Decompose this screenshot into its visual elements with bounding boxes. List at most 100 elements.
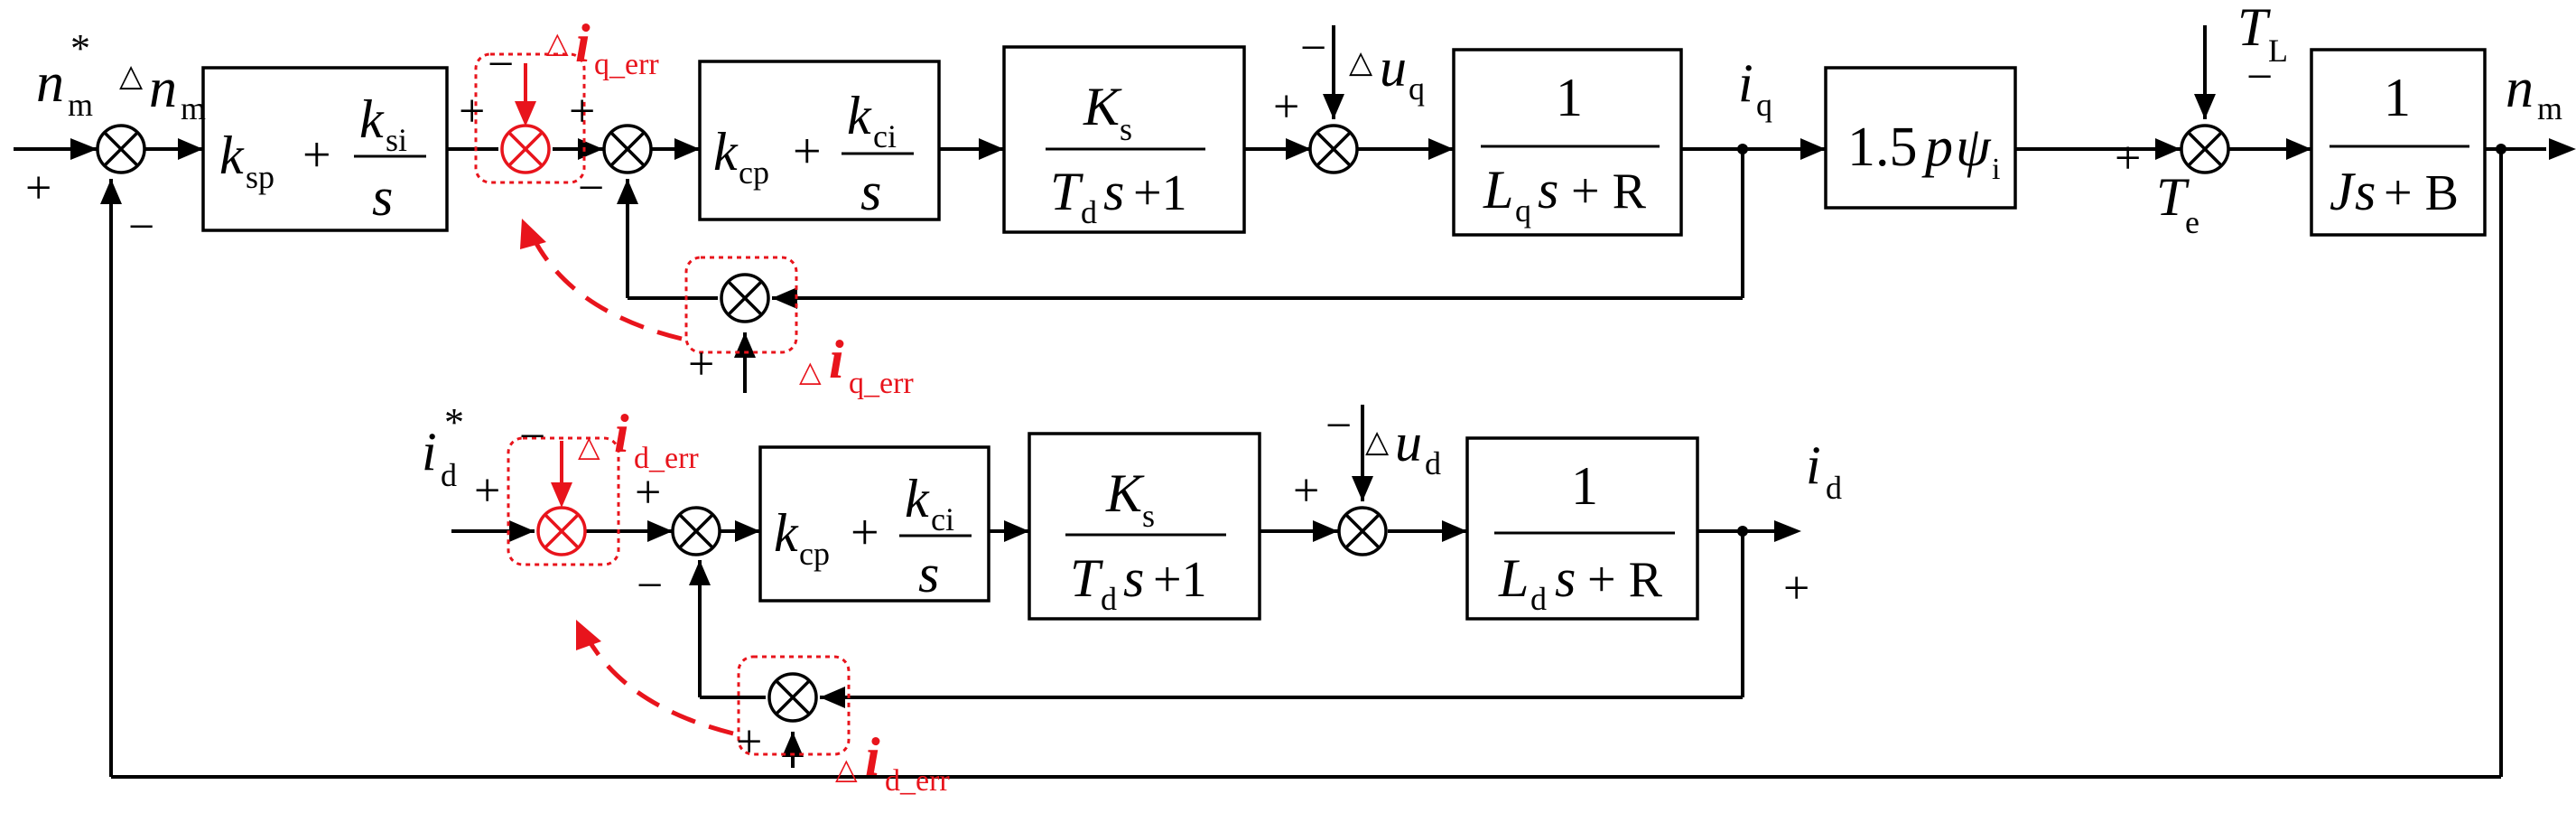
svg-text:s: s: [1120, 111, 1132, 147]
dashed-arrow-iq: [530, 235, 683, 341]
junction-dot-iq: [1737, 144, 1748, 154]
svg-text:*: *: [444, 400, 464, 444]
svg-text:k: k: [847, 86, 872, 145]
sum-ud-disturbance: [1337, 506, 1388, 556]
svg-text:q: q: [1756, 87, 1772, 123]
junction-dot-id: [1737, 526, 1748, 537]
svg-text:L: L: [2268, 33, 2288, 69]
svg-text:s: s: [2355, 162, 2376, 221]
error-injection-id-feedback: [737, 655, 851, 756]
svg-text:q_err: q_err: [594, 48, 659, 81]
svg-text:s: s: [1538, 160, 1558, 220]
svg-text:+: +: [688, 339, 714, 390]
inverter-d-block: K s T d s +1: [1028, 432, 1261, 621]
svg-text:*: *: [70, 26, 90, 70]
svg-text:p: p: [1921, 117, 1953, 178]
svg-text:d_err: d_err: [885, 764, 950, 798]
svg-text:+: +: [459, 86, 485, 137]
svg-text:+: +: [851, 505, 879, 561]
svg-text:s: s: [918, 544, 939, 603]
svg-text:n: n: [36, 52, 64, 114]
svg-text:−: −: [488, 39, 514, 90]
svg-text:u: u: [1380, 38, 1407, 98]
svg-text:ci: ci: [931, 501, 954, 537]
svg-text:+: +: [1273, 81, 1299, 133]
svg-text:△: △: [1349, 46, 1373, 79]
svg-text:△: △: [546, 26, 569, 59]
svg-text:d: d: [1425, 445, 1441, 481]
svg-text:1.5: 1.5: [1847, 117, 1918, 178]
torque-constant-block: 1.5 p ψ i: [1824, 66, 2017, 210]
svg-text:−: −: [637, 560, 663, 612]
svg-text:L: L: [1483, 160, 1513, 220]
error-labels: △ i q_err △ i q_err △ i d_err △ i d_err: [546, 14, 950, 798]
svg-text:−: −: [578, 163, 604, 214]
svg-text:+ B: + B: [2384, 165, 2459, 221]
svg-text:cp: cp: [799, 536, 830, 572]
svg-text:K: K: [1105, 463, 1145, 523]
svg-text:+: +: [736, 716, 762, 768]
svg-text:+: +: [25, 163, 51, 214]
junction-dot-nm: [2496, 144, 2506, 154]
svg-text:q: q: [1409, 70, 1425, 107]
svg-text:i: i: [614, 404, 629, 463]
svg-text:−: −: [2246, 51, 2273, 103]
error-injection-id-ref: [507, 436, 620, 566]
sum-id-feedback: [767, 672, 818, 723]
plant-d-block: 1 L d s + R: [1465, 436, 1699, 621]
svg-text:+: +: [569, 86, 595, 137]
svg-text:△: △: [119, 60, 144, 93]
svg-text:u: u: [1395, 413, 1422, 472]
svg-text:△: △: [799, 355, 822, 388]
svg-text:i: i: [829, 330, 844, 389]
svg-text:+: +: [635, 467, 661, 519]
svg-text:s: s: [1142, 498, 1155, 534]
signal-labels: n m * + − △ n m + − + − + + − △ u q i q …: [25, 0, 2562, 768]
sum-uq-disturbance: [1308, 124, 1359, 174]
svg-text:T: T: [2156, 167, 2190, 227]
dashed-arrow-id: [584, 635, 734, 736]
svg-text:d: d: [1101, 581, 1117, 617]
svg-text:i: i: [575, 14, 591, 73]
dashed-arrowhead-iq: [520, 219, 546, 249]
plant-q-block: 1 L q s + R: [1452, 48, 1683, 237]
svg-text:k: k: [359, 89, 385, 149]
svg-text:+: +: [302, 127, 331, 183]
svg-text:1: 1: [1556, 68, 1583, 127]
svg-text:i: i: [865, 727, 880, 787]
id-pi-block: k cp + k ci s: [758, 445, 990, 603]
svg-text:m: m: [2537, 90, 2562, 126]
svg-text:−: −: [1300, 23, 1326, 74]
svg-text:m: m: [181, 90, 206, 126]
svg-text:ψ: ψ: [1956, 117, 1992, 178]
svg-text:△: △: [1365, 425, 1390, 459]
summing-junctions: [96, 124, 2230, 723]
sum-iq-feedback: [720, 273, 770, 323]
svg-text:q_err: q_err: [849, 367, 914, 400]
svg-text:1: 1: [2384, 68, 2411, 127]
svg-text:T: T: [2237, 0, 2271, 57]
svg-text:K: K: [1083, 77, 1122, 136]
svg-text:d: d: [1081, 194, 1097, 230]
sum-torque: [2180, 124, 2230, 174]
svg-text:−: −: [1325, 400, 1352, 452]
mechanical-block: 1 J s + B: [2310, 48, 2487, 237]
dashed-arrowhead-id: [576, 620, 601, 650]
svg-text:−: −: [128, 201, 154, 253]
iq-pi-block: k cp + k ci s: [698, 60, 941, 221]
svg-text:n: n: [2506, 58, 2534, 119]
svg-text:T: T: [1050, 162, 1083, 221]
svg-text:J: J: [2330, 162, 2356, 221]
arrow-heads: [70, 94, 2576, 757]
svg-text:1: 1: [1571, 456, 1598, 516]
svg-text:m: m: [68, 87, 93, 123]
svg-text:+ R: + R: [1587, 552, 1663, 608]
svg-text:si: si: [386, 122, 407, 158]
svg-text:△: △: [835, 752, 858, 785]
svg-text:−: −: [519, 411, 545, 463]
svg-text:+: +: [1293, 465, 1319, 517]
svg-text:d: d: [1530, 581, 1547, 617]
svg-text:i: i: [1806, 435, 1821, 495]
speed-pi-block: k sp + k si s: [201, 66, 449, 232]
